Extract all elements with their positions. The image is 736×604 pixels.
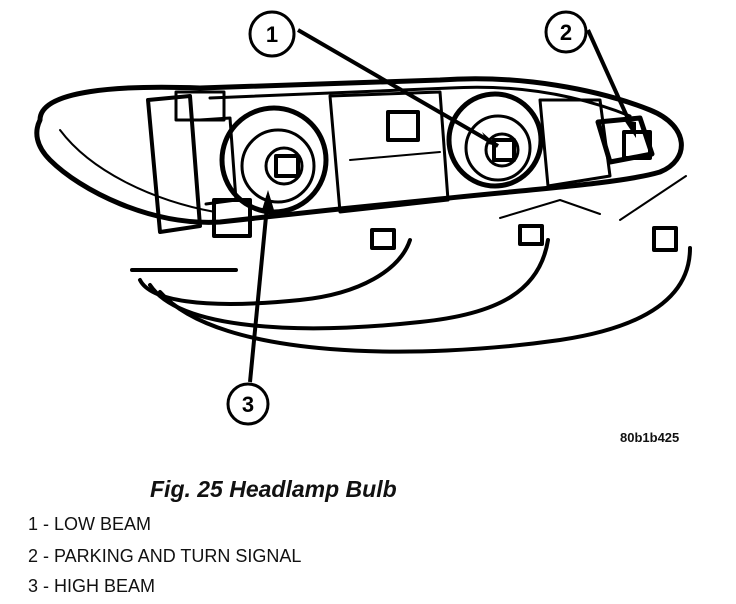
callout-1-label: 1 — [266, 22, 278, 47]
harness-connector-right — [652, 226, 678, 252]
housing-inner-rim — [59, 129, 216, 213]
high-beam-bulb-socket — [219, 105, 329, 215]
wiring-harness-right — [158, 246, 692, 354]
legend-item-3: 3 - HIGH BEAM — [28, 576, 156, 596]
callout-2-label: 2 — [560, 20, 572, 45]
callout-3: 3 — [226, 190, 274, 426]
callout-2: 2 — [544, 10, 636, 138]
harness-connector-center — [518, 224, 544, 246]
parking-turn-signal-socket — [595, 115, 655, 165]
center-connector — [386, 110, 420, 142]
callout-3-label: 3 — [242, 392, 254, 417]
callout-1: 1 — [248, 10, 500, 148]
wiring-harness-lower — [148, 238, 550, 331]
wiring-harness-main — [130, 238, 412, 306]
headlamp-assembly-diagram: 1 2 3 — [34, 10, 692, 426]
left-connector-clip — [212, 198, 252, 238]
legend-item-2: 2 - PARKING AND TURN SIGNAL — [28, 546, 302, 566]
headlamp-housing — [34, 76, 684, 225]
figure-reference-code: 80b1b425 — [620, 430, 680, 445]
left-mount-bracket — [146, 94, 202, 234]
legend-item-1: 1 - LOW BEAM — [28, 514, 152, 534]
low-beam-bulb-socket — [446, 91, 544, 189]
figure-caption: Fig. 25 Headlamp Bulb — [150, 476, 397, 502]
harness-connector-left — [370, 228, 396, 250]
housing-top-ridge — [208, 85, 632, 118]
